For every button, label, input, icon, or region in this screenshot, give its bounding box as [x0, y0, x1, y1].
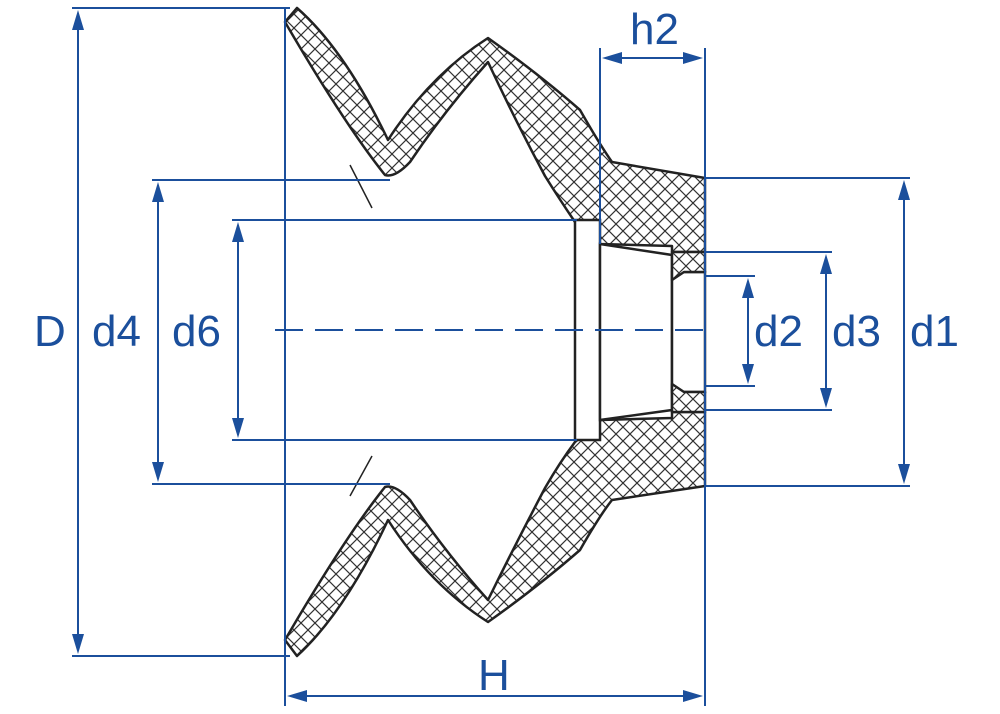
hole-chamfer-top [670, 250, 707, 282]
arrow-d3-top [820, 254, 832, 274]
label-d6: d6 [172, 307, 221, 356]
break-mark-upper [349, 164, 373, 209]
arrow-d3-bottom [820, 388, 832, 408]
label-d4: d4 [92, 307, 141, 356]
arrow-d6-top [232, 222, 244, 242]
hole-chamfer-bottom [670, 382, 707, 414]
break-mark-lower [349, 455, 373, 497]
arrow-H-left [287, 690, 307, 702]
arrow-d2-top [742, 278, 754, 298]
arrow-d1-top [898, 180, 910, 200]
label-d2: d2 [754, 307, 803, 356]
label-h2: h2 [630, 5, 679, 54]
arrow-d1-bottom [898, 464, 910, 484]
bellows-lower-wall [283, 410, 707, 658]
label-H: H [478, 651, 510, 700]
neck-insert [598, 242, 674, 422]
arrow-h2-left [602, 52, 622, 64]
arrow-D-bottom [72, 634, 84, 654]
label-D: D [34, 307, 66, 356]
arrow-H-right [683, 690, 703, 702]
arrow-d2-bottom [742, 364, 754, 384]
arrow-d4-bottom [152, 462, 164, 482]
label-d1: d1 [910, 307, 959, 356]
label-d3: d3 [832, 307, 881, 356]
arrow-d6-bottom [232, 418, 244, 438]
arrow-d4-top [152, 182, 164, 202]
center-hole [670, 270, 707, 394]
arrow-h2-right [683, 52, 703, 64]
arrow-D-top [72, 10, 84, 30]
